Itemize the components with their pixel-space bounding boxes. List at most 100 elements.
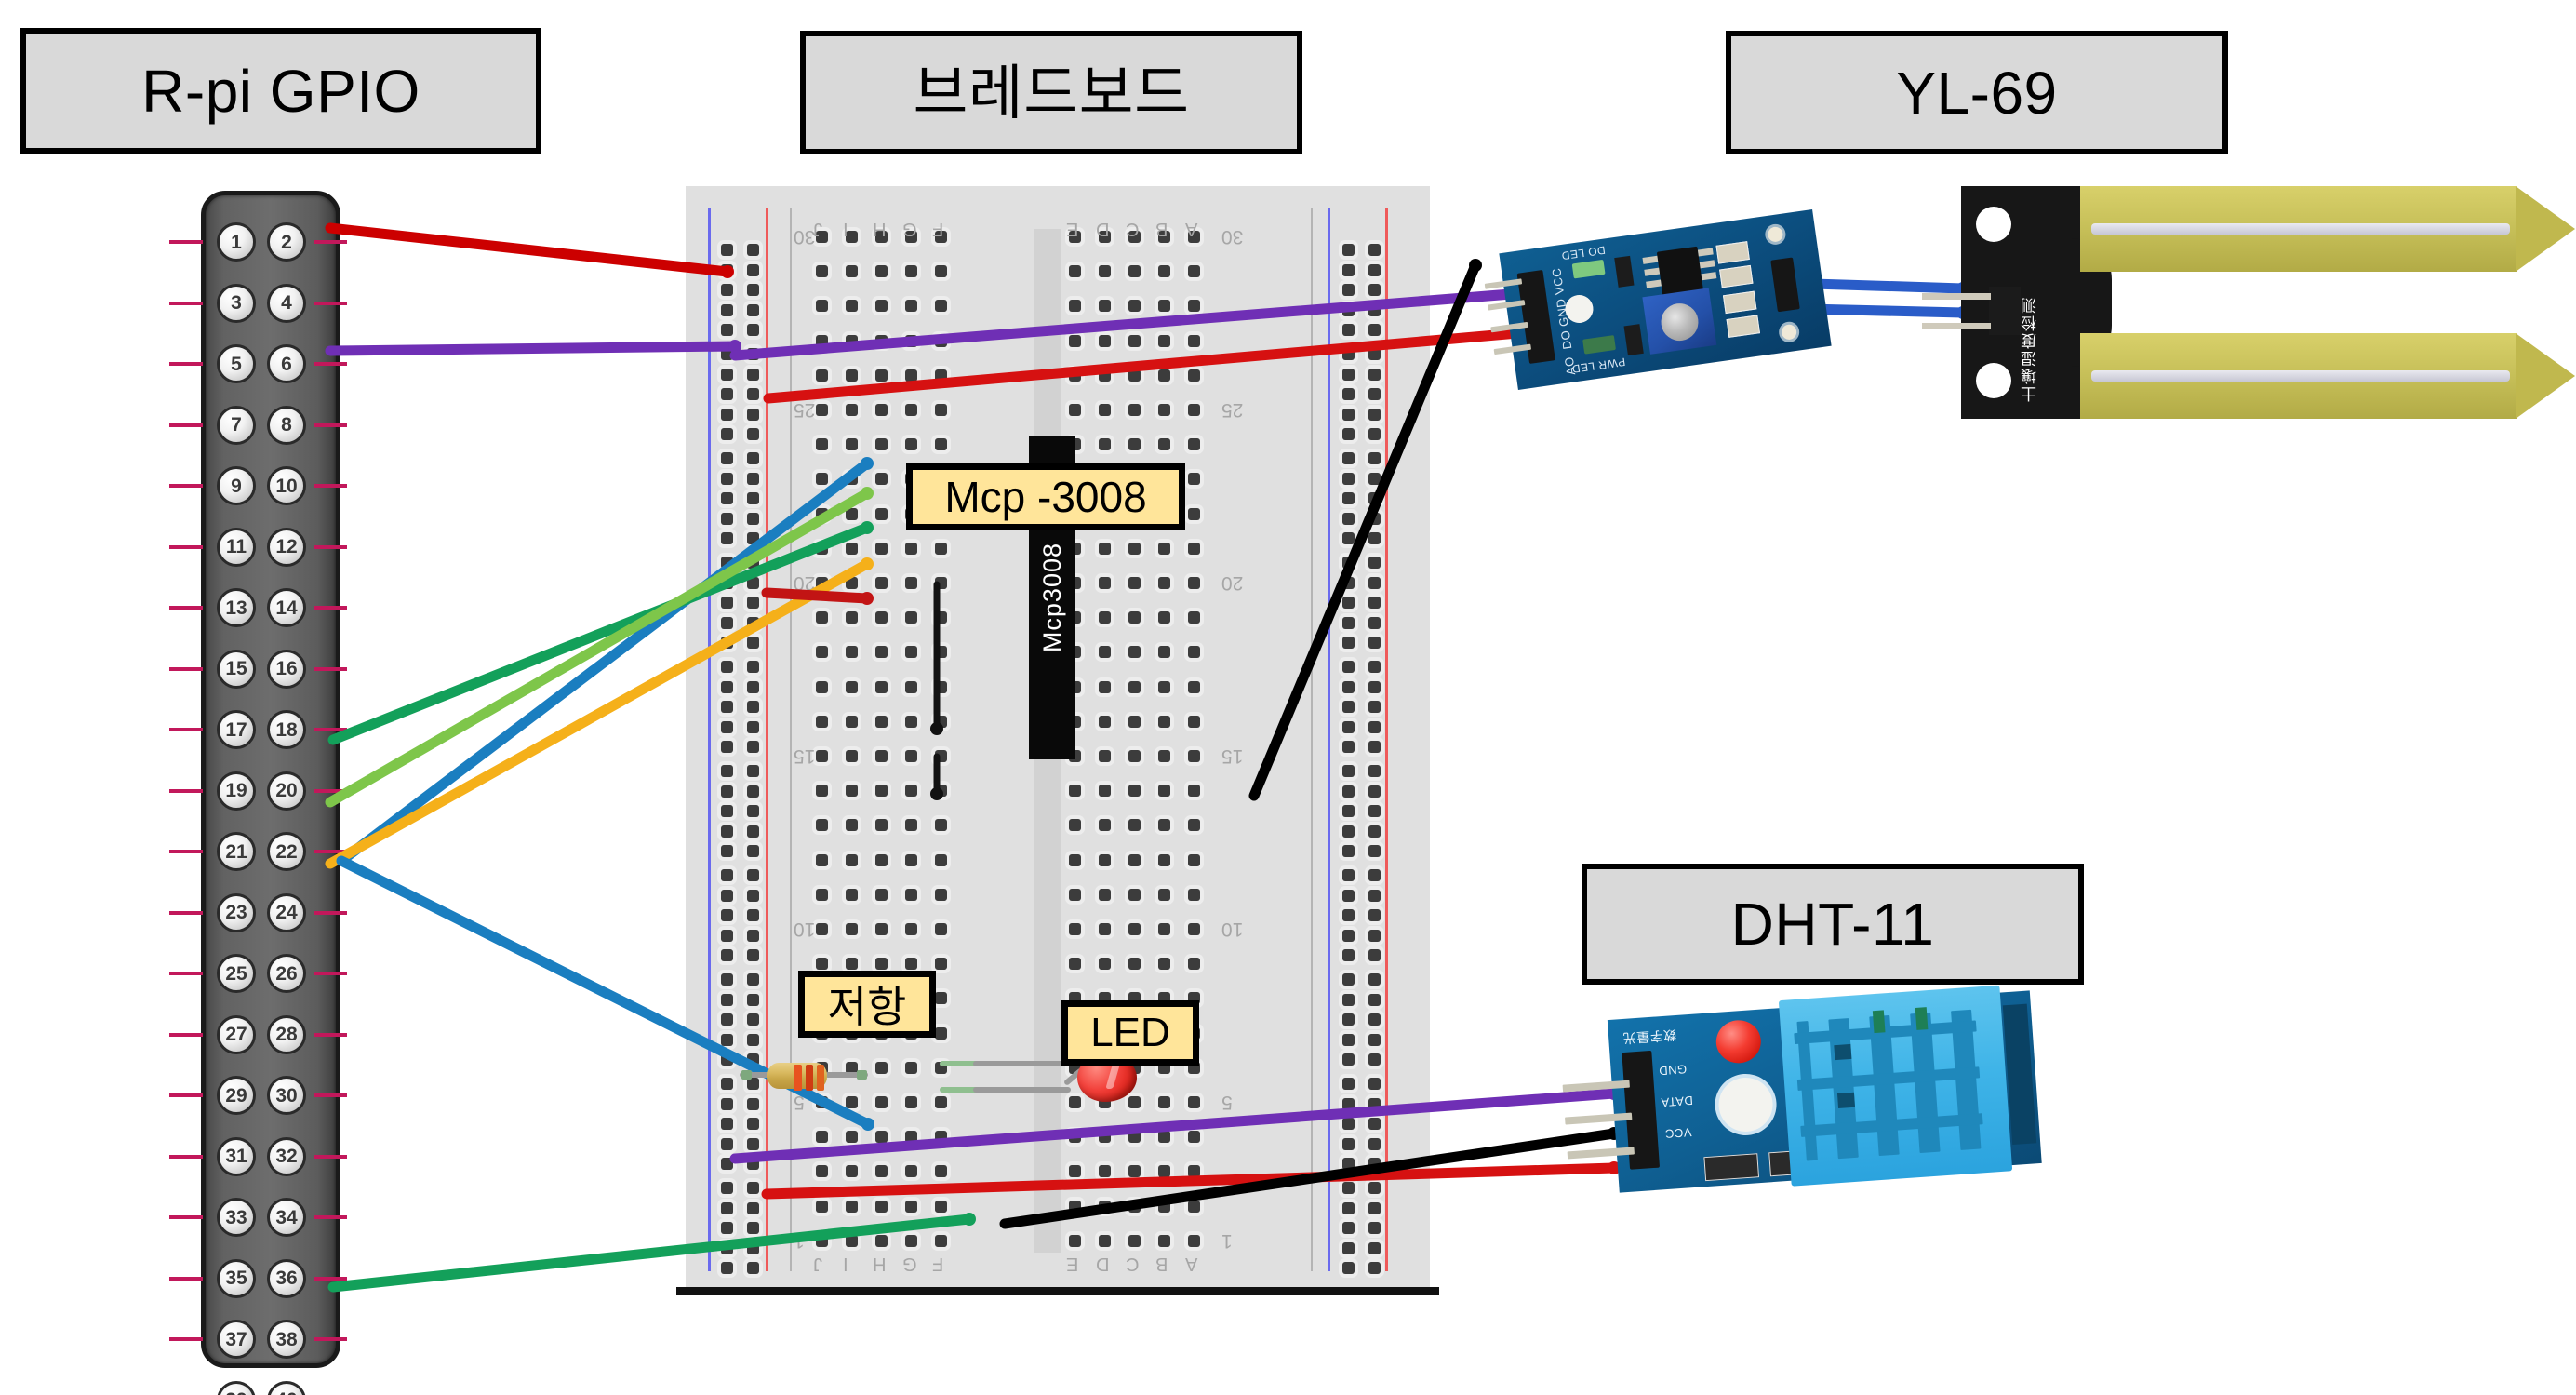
breadboard-hole bbox=[905, 334, 917, 347]
gpio-pin-24[interactable]: 24 bbox=[267, 892, 306, 932]
breadboard-hole bbox=[875, 300, 888, 313]
breadboard-rail-hole bbox=[1342, 805, 1355, 817]
breadboard-hole bbox=[816, 785, 828, 798]
gpio-pin-trace-left bbox=[169, 1154, 203, 1159]
breadboard-hole bbox=[1069, 1131, 1081, 1144]
gpio-pin-37[interactable]: 37 bbox=[217, 1320, 256, 1359]
resistor-band-2 bbox=[806, 1065, 813, 1091]
gpio-pin-14[interactable]: 14 bbox=[267, 588, 306, 627]
gpio-pin-19[interactable]: 19 bbox=[217, 771, 256, 811]
gpio-pin-30[interactable]: 30 bbox=[267, 1076, 306, 1115]
breadboard-rail-hole bbox=[1342, 1262, 1355, 1274]
breadboard-hole bbox=[1128, 853, 1141, 866]
wire-w-purple-pin6 bbox=[325, 341, 741, 356]
gpio-pin-2[interactable]: 2 bbox=[267, 222, 306, 262]
gpio-pin-31[interactable]: 31 bbox=[217, 1136, 256, 1176]
gpio-pin-38[interactable]: 38 bbox=[267, 1320, 306, 1359]
gpio-pin-trace-left bbox=[169, 423, 203, 427]
gpio-pin-8[interactable]: 8 bbox=[267, 405, 306, 445]
gpio-pin-1[interactable]: 1 bbox=[217, 222, 256, 262]
gpio-pin-29[interactable]: 29 bbox=[217, 1076, 256, 1115]
breadboard-hole bbox=[1128, 646, 1141, 659]
breadboard-hole bbox=[935, 853, 947, 866]
breadboard-rail-hole bbox=[1368, 1097, 1381, 1110]
gpio-pin-28[interactable]: 28 bbox=[267, 1014, 306, 1054]
gpio-pin-3[interactable]: 3 bbox=[217, 283, 256, 323]
gpio-pin-row: 35 36 bbox=[169, 1258, 347, 1300]
breadboard-rail-hole bbox=[747, 368, 759, 381]
gpio-pin-25[interactable]: 25 bbox=[217, 954, 256, 993]
yl69-smd-resistor bbox=[1715, 241, 1750, 264]
breadboard-rail-hole bbox=[1342, 408, 1355, 421]
gpio-pin-trace-right bbox=[314, 544, 347, 549]
gpio-pin-4[interactable]: 4 bbox=[267, 283, 306, 323]
gpio-pin-trace-right bbox=[314, 484, 347, 488]
breadboard-hole bbox=[1099, 646, 1111, 659]
breadboard-hole bbox=[935, 646, 947, 659]
breadboard-hole bbox=[1188, 473, 1200, 486]
gpio-pin-trace-right bbox=[314, 606, 347, 610]
breadboard-hole bbox=[1099, 1200, 1111, 1213]
gpio-pin-22[interactable]: 22 bbox=[267, 832, 306, 871]
gpio-pin-32[interactable]: 32 bbox=[267, 1136, 306, 1176]
gpio-pin-16[interactable]: 16 bbox=[267, 649, 306, 689]
gpio-pin-18[interactable]: 18 bbox=[267, 710, 306, 749]
gpio-pin-21[interactable]: 21 bbox=[217, 832, 256, 871]
gpio-pin-34[interactable]: 34 bbox=[267, 1198, 306, 1237]
breadboard-rail-hole bbox=[1368, 368, 1381, 381]
gpio-pin-40[interactable]: 40 bbox=[267, 1380, 306, 1395]
breadboard-rail-hole bbox=[747, 661, 759, 673]
gpio-pin-33[interactable]: 33 bbox=[217, 1198, 256, 1237]
breadboard-rail-hole bbox=[747, 1158, 759, 1170]
gpio-pin-row: 11 12 bbox=[169, 527, 347, 569]
breadboard-rail-hole bbox=[1368, 284, 1381, 296]
gpio-pin-6[interactable]: 6 bbox=[267, 344, 306, 383]
breadboard-hole bbox=[816, 577, 828, 589]
breadboard-hole bbox=[935, 577, 947, 589]
breadboard-hole bbox=[816, 958, 828, 971]
breadboard-hole bbox=[1128, 785, 1141, 798]
breadboard-hole bbox=[1128, 611, 1141, 624]
breadboard-rail-hole bbox=[1342, 845, 1355, 857]
gpio-pin-13[interactable]: 13 bbox=[217, 588, 256, 627]
gpio-pin-trace-left bbox=[169, 1093, 203, 1097]
gpio-pin-12[interactable]: 12 bbox=[267, 527, 306, 567]
breadboard-hole bbox=[935, 542, 947, 555]
breadboard-hole bbox=[935, 231, 947, 243]
breadboard-hole bbox=[905, 1061, 917, 1074]
breadboard-rail-hole bbox=[1368, 765, 1381, 777]
breadboard-hole bbox=[1128, 958, 1141, 971]
breadboard-rail-hole bbox=[1342, 661, 1355, 673]
gpio-pin-17[interactable]: 17 bbox=[217, 710, 256, 749]
gpio-pin-20[interactable]: 20 bbox=[267, 771, 306, 811]
probe-lead-1 bbox=[1922, 293, 1991, 300]
gpio-pin-15[interactable]: 15 bbox=[217, 649, 256, 689]
breadboard-rail-hole bbox=[721, 388, 733, 400]
gpio-pin-5[interactable]: 5 bbox=[217, 344, 256, 383]
breadboard-hole bbox=[1158, 646, 1170, 659]
gpio-pin-7[interactable]: 7 bbox=[217, 405, 256, 445]
gpio-pin-23[interactable]: 23 bbox=[217, 892, 256, 932]
breadboard-hole bbox=[846, 888, 858, 901]
breadboard-rail-hole bbox=[747, 637, 759, 649]
breadboard-rail-hole bbox=[1368, 929, 1381, 942]
breadboard-hole bbox=[1069, 300, 1081, 313]
breadboard-hole bbox=[1158, 611, 1170, 624]
breadboard-row-number-15: 15 bbox=[1221, 745, 1244, 767]
gpio-pin-36[interactable]: 36 bbox=[267, 1258, 306, 1298]
gpio-pin-trace-right bbox=[314, 423, 347, 427]
breadboard-rail-hole bbox=[747, 388, 759, 400]
breadboard-hole bbox=[1099, 369, 1111, 382]
resistor-band-3 bbox=[817, 1065, 824, 1091]
gpio-pin-10[interactable]: 10 bbox=[267, 466, 306, 505]
gpio-pin-35[interactable]: 35 bbox=[217, 1258, 256, 1298]
gpio-pin-26[interactable]: 26 bbox=[267, 954, 306, 993]
gpio-pin-39[interactable]: 39 bbox=[217, 1380, 256, 1395]
breadboard-rail-hole bbox=[1342, 825, 1355, 838]
breadboard-hole bbox=[1099, 715, 1111, 728]
gpio-pin-9[interactable]: 9 bbox=[217, 466, 256, 505]
gpio-pin-11[interactable]: 11 bbox=[217, 527, 256, 567]
breadboard-rail-hole bbox=[721, 637, 733, 649]
gpio-pin-27[interactable]: 27 bbox=[217, 1014, 256, 1054]
